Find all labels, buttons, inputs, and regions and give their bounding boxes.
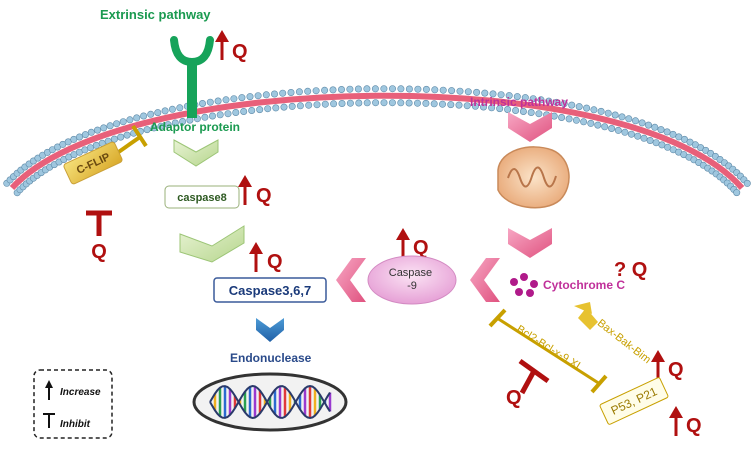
dna-helix-icon [209, 384, 332, 420]
cytochrome-question-q-label: ? Q [614, 259, 647, 281]
extrinsic-pathway-label: Extrinsic pathway [100, 7, 211, 22]
legend-inhibit-t-icon [43, 413, 55, 428]
caspase367-box [213, 277, 327, 303]
mitochondrion-icon [497, 146, 570, 209]
blue-chevron [256, 318, 284, 342]
yellow-chevron [578, 308, 598, 330]
increase-arrow-caspase367 [249, 242, 263, 272]
increase-arrow-caspase8 [238, 175, 252, 205]
pink-chevron-2 [508, 228, 552, 258]
cflip-inhibitor-t [86, 210, 112, 236]
pink-chevron-1 [508, 112, 552, 142]
increase-arrow-bax [651, 350, 665, 380]
pink-chevron-left-1 [470, 258, 500, 302]
cflip-q-label: Q [91, 241, 107, 263]
bcl2-q-label: Q [506, 387, 522, 409]
receptor-icon [170, 36, 214, 118]
bax-label: Bax-Bak-Bim [595, 317, 653, 366]
bax-q-label: Q [668, 359, 684, 381]
cytochrome-c-dots-icon [510, 273, 538, 297]
legend-increase-arrow-icon [45, 380, 53, 400]
cflip-box [63, 141, 123, 185]
increase-arrow-caspase9 [396, 228, 410, 258]
increase-arrow-p53 [669, 406, 683, 436]
legend-inhibit-label: Inhibit [60, 419, 91, 430]
green-chevron-1 [173, 139, 219, 167]
p53-q-label: Q [686, 415, 702, 437]
caspase8-label: caspase8 [177, 192, 227, 204]
adaptor-protein-label: Adaptor protein [150, 120, 240, 134]
green-chevron-2 [179, 225, 245, 263]
pink-chevron-left-2 [336, 258, 366, 302]
bcl2-inhibitor-t [518, 358, 550, 395]
endonuclease-label: Endonuclease [230, 351, 312, 365]
bcl2-inhibit-line [488, 308, 608, 394]
caspase8-q-label: Q [256, 185, 272, 207]
caspase9-ellipse [367, 255, 457, 305]
intrinsic-pathway-label: Intrinsic pathway [470, 95, 568, 109]
caspase367-q-label: Q [267, 251, 283, 273]
caspase367-label: Caspase3,6,7 [229, 283, 311, 298]
cell-membrane [3, 85, 751, 197]
p53-box [599, 377, 669, 425]
caspase9-q-label: Q [413, 237, 429, 259]
legend-increase-label: Increase [60, 387, 101, 398]
yellow-chevron-tip [574, 302, 592, 314]
extrinsic-q-label: Q [232, 41, 248, 63]
increase-arrow-extrinsic [215, 30, 229, 60]
caspase8-box [164, 185, 240, 209]
cytochrome-c-label: Cytochrome C [543, 278, 625, 292]
legend-box [33, 369, 113, 439]
caspase9-label: Caspase -9 [389, 267, 435, 292]
